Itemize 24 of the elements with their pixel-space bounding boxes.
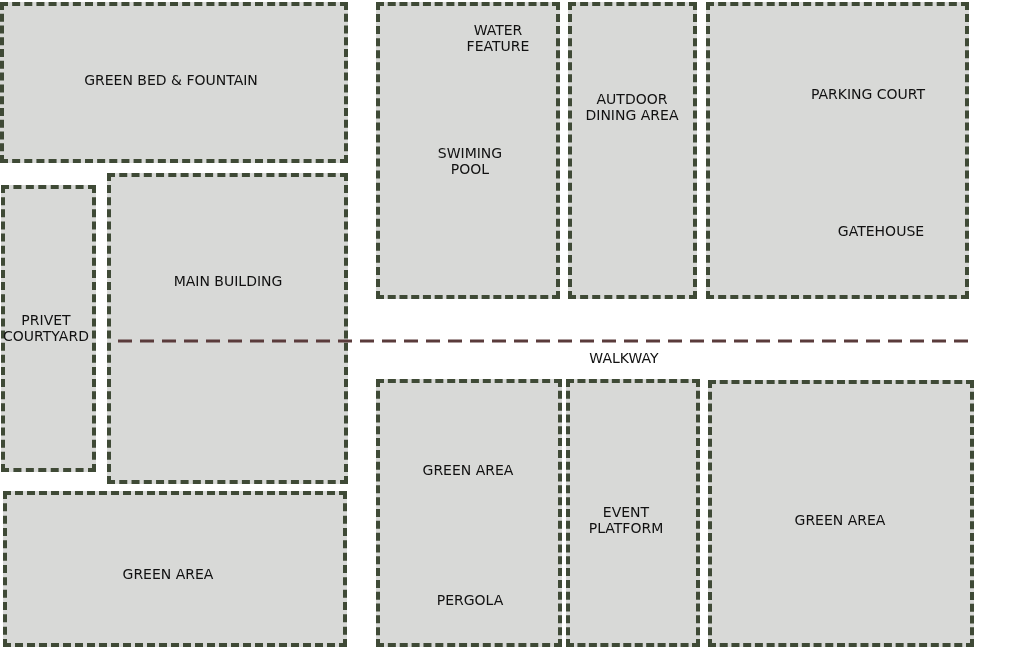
zone-label: WATER FEATURE <box>465 22 531 54</box>
zone-label: EVENT PLATFORM <box>587 504 665 536</box>
zone-area <box>0 2 348 163</box>
path-label: WALKWAY <box>589 350 659 366</box>
zone-label: PERGOLA <box>435 592 505 608</box>
zone-area <box>1 185 96 472</box>
zone-label: GREEN AREA <box>421 462 515 478</box>
zone-label: MAIN BUILDING <box>172 273 284 289</box>
zone-area <box>708 380 974 647</box>
zone-area <box>376 379 562 647</box>
zone-area <box>568 2 697 299</box>
zone-label: GATEHOUSE <box>836 223 926 239</box>
zone-label: GREEN AREA <box>121 566 215 582</box>
zone-label: PRIVET COURTYARD <box>2 312 90 344</box>
zone-label: SWIMING POOL <box>436 145 504 177</box>
zone-label: PARKING COURT <box>809 86 927 102</box>
zone-area <box>3 491 347 647</box>
zone-area <box>376 2 560 299</box>
zone-label: AUTDOOR DINING AREA <box>584 91 680 123</box>
zone-label: GREEN BED & FOUNTAIN <box>83 72 259 88</box>
zone-area <box>107 173 348 484</box>
zone-area <box>706 2 969 299</box>
zone-label: GREEN AREA <box>793 512 887 528</box>
zone-area <box>566 379 700 647</box>
